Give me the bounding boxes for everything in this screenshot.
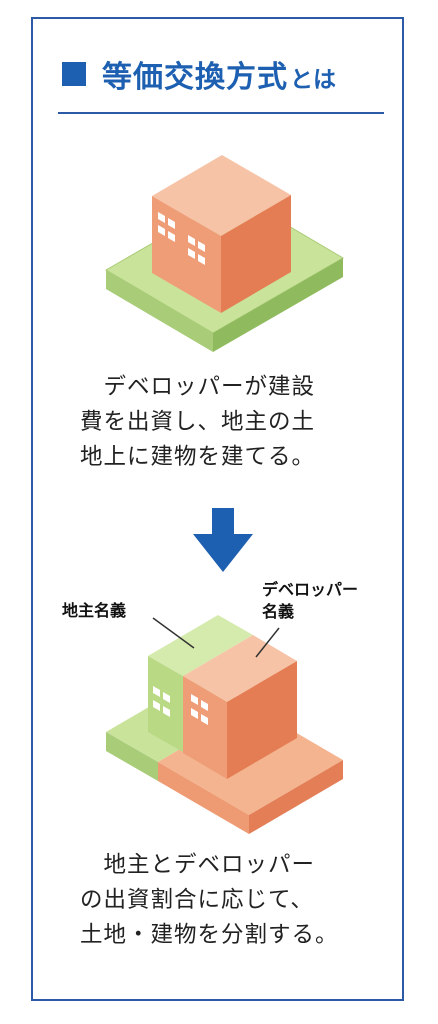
page-title: 等価交換方式 <box>102 60 288 95</box>
landowner-label: 地主名義 <box>62 601 127 620</box>
ground-plate-right <box>213 258 343 352</box>
developer-label: デベロッパー 名義 <box>262 579 358 623</box>
step2-caption-line: 地主とデベロッパー <box>80 852 316 878</box>
building-top <box>152 155 291 236</box>
ground-orange-right <box>249 760 343 834</box>
building-right <box>221 195 291 313</box>
orange-building-right <box>227 661 297 779</box>
down-arrow-icon <box>193 508 253 572</box>
step2-caption-line: の出資割合に応じて、 <box>80 887 314 913</box>
developer-label-line: デベロッパー <box>262 580 359 599</box>
developer-label-line: 名義 <box>262 602 295 621</box>
orange-building-windows <box>191 694 208 725</box>
green-building-top <box>148 615 253 676</box>
step1-caption-line: 地上に建物を建てる。 <box>80 444 316 470</box>
ground-green-left <box>106 732 158 781</box>
title-row: 等価交換方式 とは <box>62 54 336 95</box>
step1-caption: デベロッパーが建設 費を出資し、地主の土 地上に建物を建てる。 <box>80 370 380 475</box>
page-title-suffix: とは <box>290 67 336 93</box>
green-building-windows <box>153 686 170 717</box>
step2-caption-line: 土地・建物を分割する。 <box>80 922 339 948</box>
orange-building-top <box>183 635 297 702</box>
building-windows <box>158 212 205 265</box>
illustration-before <box>105 155 344 352</box>
title-divider <box>58 112 384 114</box>
ground-orange-left <box>158 762 249 834</box>
developer-leader-line <box>255 627 280 658</box>
step1-caption-line: 費を出資し、地主の土 <box>80 409 316 435</box>
ground-plate-left <box>106 270 213 352</box>
step1-caption-line: デベロッパーが建設 <box>80 374 316 400</box>
title-square-icon <box>62 62 86 86</box>
landowner-leader-line <box>152 617 195 649</box>
step2-caption: 地主とデベロッパー の出資割合に応じて、 土地・建物を分割する。 <box>80 848 380 953</box>
illustration-after <box>106 615 343 834</box>
green-building-left <box>148 656 183 752</box>
